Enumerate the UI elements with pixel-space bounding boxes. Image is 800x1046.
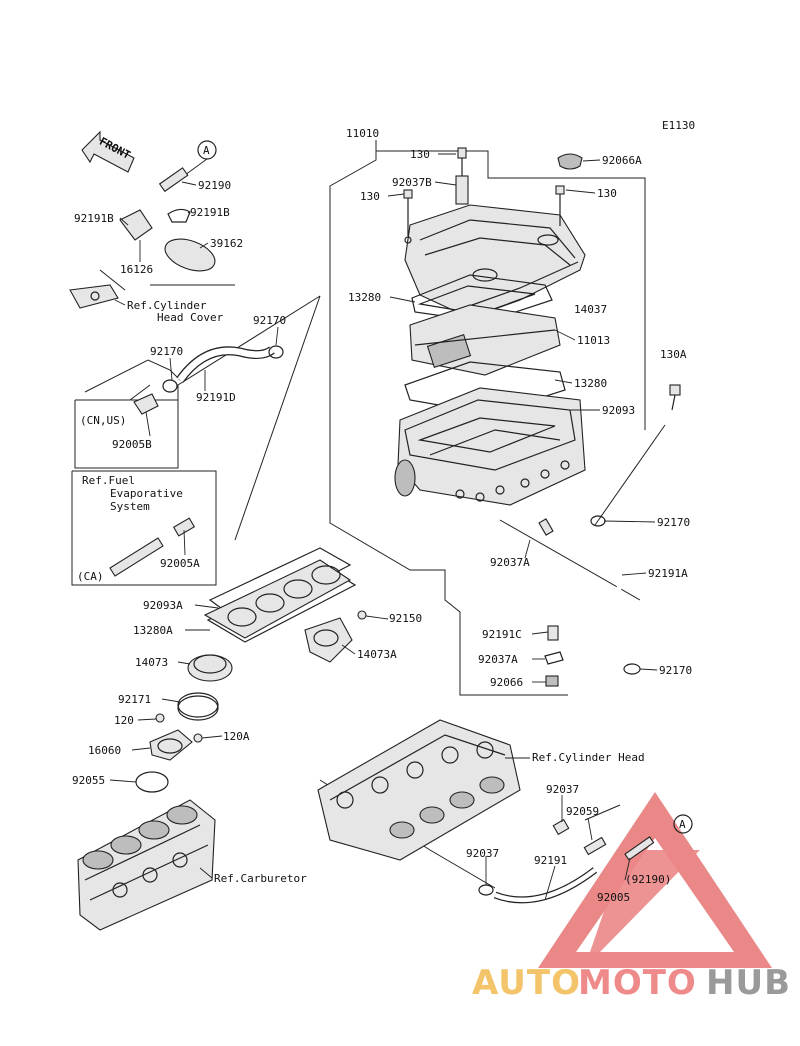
label-92170-middle: 92170 [150,345,183,358]
label-120A: 120A [223,730,250,743]
label-92093: 92093 [602,404,635,417]
drain-plug-parts [538,518,564,687]
carburetor-assembly [77,799,216,931]
holder-16060 [149,729,193,761]
breather-hose-92191D [133,345,284,415]
duct-14073A [304,617,353,663]
label-92037A: 92037A [490,556,530,569]
label-39162: 39162 [210,237,243,250]
label-130-right: 130 [597,187,617,200]
cylinder-head [317,719,521,861]
o-ring-92055 [135,771,169,793]
label-14073: 14073 [135,656,168,669]
clamp-92171 [177,692,219,721]
label-13280-lower: 13280 [574,377,607,390]
label-130-left: 130 [360,190,380,203]
label-11013: 11013 [577,334,610,347]
label-130A: 130A [660,348,687,361]
label-14037: 14037 [574,303,607,316]
cap-92066A [557,153,583,170]
connector-mark-a-bottom: A [679,818,686,831]
label-92037A-2: 92037A [478,653,518,666]
label-13280A: 13280A [133,624,173,637]
label-92191D: 92191D [196,391,236,404]
label-92059: 92059 [566,805,599,818]
screw-92150 [357,610,367,620]
intake-gasket-92093A [203,547,357,643]
watermark-auto: AUTO [472,963,581,1003]
label-92191C: 92191C [482,628,522,641]
label-92066: 92066 [490,676,523,689]
air-cleaner-cover [404,204,586,319]
label-92037B: 92037B [392,176,432,189]
label-92191B-right: 92191B [190,206,230,219]
ref-carburetor: Ref.Carburetor [214,872,307,885]
watermark-hub: HUB [706,963,791,1003]
label-14073A: 14073A [357,648,397,661]
label-13280-upper: 13280 [348,291,381,304]
label-92055: 92055 [72,774,105,787]
label-130-top: 130 [410,148,430,161]
evap-pipe [109,517,196,577]
duct-14073 [187,654,233,682]
label-ca: (CA) [77,570,104,583]
screw-130-right [555,185,565,226]
screw-130-top [457,147,467,176]
watermark-moto: MOTO [578,963,697,1003]
label-92190: 92190 [198,179,231,192]
air-filter-element-11013 [409,304,561,376]
assembly-frame-lines [71,140,666,889]
label-92005B: 92005B [112,438,152,451]
diagram-code: E1130 [662,119,695,132]
label-92191A: 92191A [648,567,688,580]
part-labels: 11010 130 92037B 130 92066A 130 13280 14… [72,127,692,904]
label-92037-bottom: 92037 [466,847,499,860]
ref-cylinder-head-cover-line2: Head Cover [157,311,224,324]
bolt-130A [669,384,681,411]
label-92191B-left: 92191B [74,212,114,225]
ref-cylinder-head-cover-line1: Ref.Cylinder [127,299,207,312]
gasket-13280-lower [404,361,566,415]
label-92170-upper: 92170 [253,314,286,327]
label-92150: 92150 [389,612,422,625]
label-11010: 11010 [346,127,379,140]
label-92190-paren: (92190) [625,873,671,886]
label-92191: 92191 [534,854,567,867]
leader-lines [109,153,658,901]
watermark-triangle-icon [538,792,772,968]
air-cleaner-base [394,387,586,506]
label-92170-right-top: 92170 [657,516,690,529]
label-92171: 92171 [118,693,151,706]
label-16126: 16126 [120,263,153,276]
ref-cylinder-head: Ref.Cylinder Head [532,751,645,764]
label-92037-right: 92037 [546,783,579,796]
ref-fuel-line2: Evaporative [110,487,183,500]
label-120: 120 [114,714,134,727]
label-92005: 92005 [597,891,630,904]
label-cn-us: (CN,US) [80,414,126,427]
connector-mark-a-top: A [203,144,210,157]
label-16060: 16060 [88,744,121,757]
watermark-text: AUTO MOTO HUB [472,963,791,1003]
label-92066A: 92066A [602,154,642,167]
ref-fuel-line3: System [110,500,150,513]
label-92093A: 92093A [143,599,183,612]
ref-fuel-line1: Ref.Fuel [82,474,135,487]
label-92170-right-bottom: 92170 [659,664,692,677]
vacuum-hose-92191: A [478,814,693,904]
breather-assembly: A [69,140,217,309]
spacer-92037B [455,175,469,205]
front-direction-arrow-icon: FRONT [81,130,135,173]
label-92005A: 92005A [160,557,200,570]
drain-hose-92191A [599,522,639,666]
